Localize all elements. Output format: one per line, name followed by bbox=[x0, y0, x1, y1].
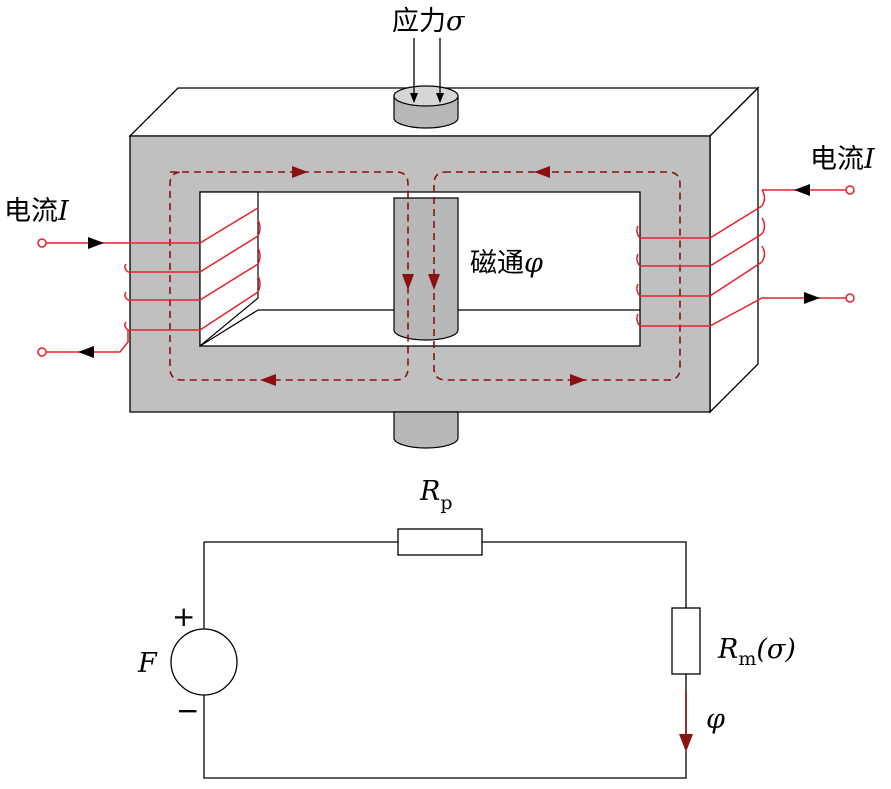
load-cylinder-top bbox=[393, 85, 459, 129]
plus-sign: + bbox=[172, 600, 195, 633]
flux-arrowheads bbox=[260, 166, 586, 386]
source-label: F bbox=[137, 648, 158, 679]
resistor-rm bbox=[671, 607, 701, 675]
current-label-left: 电流I bbox=[4, 196, 70, 227]
center-pillar bbox=[393, 197, 459, 341]
core-right-face bbox=[709, 86, 759, 414]
stress-arrows bbox=[410, 38, 444, 103]
window-bottom-corner-edge bbox=[199, 309, 259, 347]
current-arrow-right-out bbox=[804, 292, 820, 304]
current-arrow-left-in bbox=[88, 237, 104, 249]
right-coil-terminals bbox=[794, 184, 855, 304]
terminal-left-out bbox=[37, 347, 47, 357]
current-label-right: 电流I bbox=[810, 144, 876, 175]
minus-sign: − bbox=[176, 694, 199, 727]
load-cylinder-bottom bbox=[393, 411, 459, 449]
left-coil-terminals bbox=[37, 237, 104, 358]
rp-label: Rp bbox=[419, 476, 453, 514]
flux-paths bbox=[169, 171, 681, 381]
terminal-right-in bbox=[845, 185, 855, 195]
stress-label: 应力σ bbox=[392, 6, 466, 37]
circuit-flux-label: φ bbox=[706, 704, 725, 735]
current-arrow-left-out bbox=[78, 346, 94, 358]
mmf-source bbox=[170, 628, 238, 696]
equivalent-circuit bbox=[170, 528, 701, 779]
rm-label: Rm(σ) bbox=[717, 634, 796, 670]
circuit-wires bbox=[203, 541, 687, 779]
terminal-right-out bbox=[845, 293, 855, 303]
flux-label: 磁通φ bbox=[470, 248, 543, 279]
window-left-inner-face bbox=[199, 191, 259, 348]
circuit-flux-arrow bbox=[679, 734, 693, 752]
resistor-rp bbox=[397, 528, 483, 556]
terminal-left-in bbox=[37, 238, 47, 248]
current-arrow-right-in bbox=[794, 184, 810, 196]
